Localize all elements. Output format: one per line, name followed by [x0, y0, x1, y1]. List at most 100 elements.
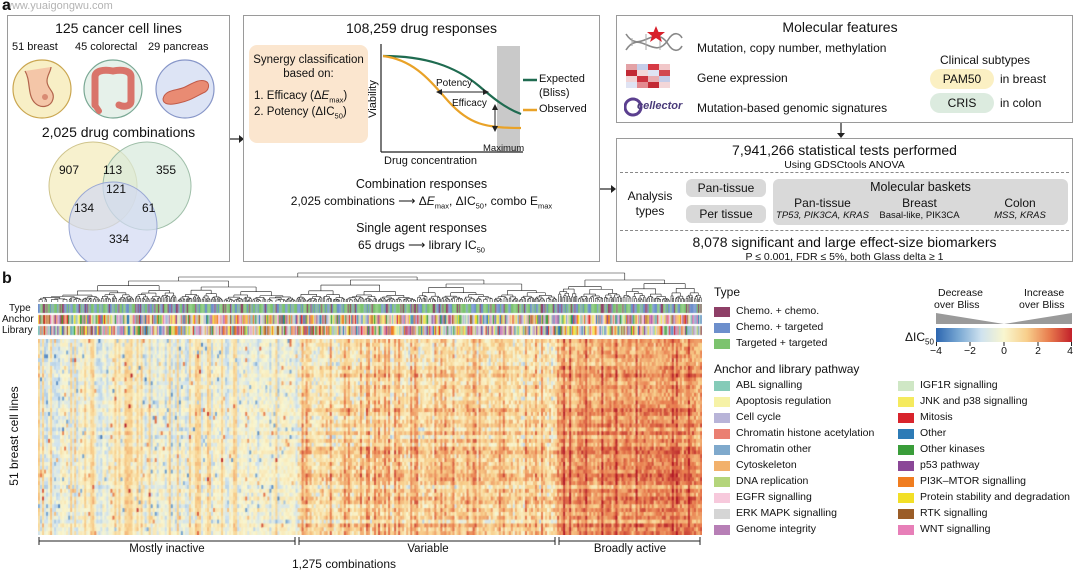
combinations-title: 2,025 drug combinations	[41, 124, 196, 140]
viability-axis-label: Viability	[366, 80, 379, 118]
venn-bc: 61	[142, 201, 156, 215]
pathway-item-r0-label: IGF1R signalling	[920, 379, 998, 391]
maximum-label: Maximum	[483, 143, 525, 154]
pathway-item-l0-swatch	[714, 381, 730, 391]
pathway-item-l7-label: EGFR signalling	[736, 491, 812, 503]
venn-ac: 134	[74, 201, 95, 215]
potency-label: Potency	[436, 78, 473, 89]
pathway-item-l0-label: ABL signalling	[736, 379, 803, 391]
pan-tissue-label: Pan-tissue	[697, 181, 755, 195]
basket-breast-genes: Basal-like, PIK3CA	[879, 210, 960, 221]
pathway-item-r1-swatch	[898, 397, 914, 407]
cellector-logo-text: cellector	[637, 100, 683, 112]
cell-lines-title: 125 cancer cell lines	[55, 20, 182, 36]
pathway-item-r2-swatch	[898, 413, 914, 423]
breast-icon	[12, 59, 72, 119]
scale-decrease-1: Decrease	[938, 287, 983, 299]
gene-expression-feature: Gene expression	[697, 71, 788, 85]
pathway-item-r3-label: Other	[920, 427, 947, 439]
per-tissue-label: Per tissue	[699, 207, 753, 221]
heatmap-x-label: 1,275 combinations	[291, 557, 397, 571]
scale-increase-2: over Bliss	[1019, 299, 1065, 311]
pathway-item-r4-label: Other kinases	[920, 443, 985, 455]
pathway-item-r8-swatch	[898, 509, 914, 519]
synergy-box	[249, 45, 368, 143]
legend-expected-text-2: (Bliss)	[539, 87, 570, 99]
type-legend-item-2-swatch	[714, 339, 730, 349]
pathway-item-l6-label: DNA replication	[736, 475, 809, 487]
drug-responses-title: 108,259 drug responses	[346, 20, 497, 36]
pathway-item-l3-swatch	[714, 429, 730, 439]
scale-tick-m2: −2	[964, 345, 976, 357]
pathway-item-l8-label: ERK MAPK signalling	[736, 507, 837, 519]
analysis-types-label-1: Analysis	[627, 189, 673, 203]
tests-method: Using GDSCtools ANOVA	[784, 159, 905, 171]
pathway-item-l5-swatch	[714, 461, 730, 471]
venn-c-only: 334	[109, 232, 130, 246]
pathway-item-l5-label: Cytoskeleton	[736, 459, 797, 471]
molecular-baskets-pill	[773, 179, 1068, 225]
synergy-line1: Synergy classification	[253, 54, 364, 66]
clinical-subtypes-title: Clinical subtypes	[940, 53, 1031, 67]
library-row-label: Library	[2, 325, 33, 336]
pan-tissue-pill	[686, 179, 766, 197]
arrow-1	[230, 135, 244, 143]
legend-expected-text-1: Expected	[539, 73, 585, 85]
dna-icon	[625, 26, 683, 52]
segment-brackets	[38, 537, 701, 545]
type-legend-item-0-label: Chemo. + chemo.	[736, 305, 820, 317]
pathway-item-l2-swatch	[714, 413, 730, 423]
basket-colon-genes: MSS, KRAS	[994, 210, 1046, 221]
pam50-pill	[930, 69, 994, 89]
colon-icon	[83, 59, 143, 119]
venn-b-only: 355	[156, 163, 177, 177]
arrow-2	[600, 185, 616, 193]
efficacy-criterion: 1. Efficacy (ΔEmax)	[254, 90, 348, 105]
scale-tick-2: 2	[1035, 345, 1041, 357]
pathway-item-r1-label: JNK and p38 signalling	[920, 395, 1028, 407]
basket-pan-tissue: Pan-tissue	[794, 196, 851, 210]
pathway-item-r3-swatch	[898, 429, 914, 439]
scale-wedges	[936, 313, 1072, 324]
venn-a-only: 907	[59, 163, 80, 177]
legend-observed-line	[523, 108, 537, 112]
pathway-item-l9-swatch	[714, 525, 730, 535]
segment-mostly-inactive: Mostly inactive	[129, 543, 205, 555]
pathway-item-r8-label: RTK signalling	[920, 507, 988, 519]
pathway-item-l6-swatch	[714, 477, 730, 487]
combination-responses-title: Combination responses	[355, 177, 488, 191]
pathway-item-r2-label: Mitosis	[920, 411, 953, 423]
pathway-item-r4-swatch	[898, 445, 914, 455]
legend-observed-text: Observed	[539, 103, 587, 115]
cris-pill	[930, 93, 994, 113]
pathway-item-r7-swatch	[898, 493, 914, 503]
combination-responses-line: 2,025 combinations ⟶ ΔEmax, ΔIC50, combo…	[290, 194, 553, 211]
pathway-item-l9-label: Genome integrity	[736, 523, 816, 535]
venn-ab: 113	[103, 163, 123, 177]
pathway-item-r6-swatch	[898, 477, 914, 487]
pathway-item-l3-label: Chromatin histone acetylation	[736, 427, 875, 439]
potency-criterion: 2. Potency (ΔIC50)	[254, 106, 347, 121]
heatmap-y-label: 51 breast cell lines	[7, 386, 21, 486]
pathway-item-l4-label: Chromatin other	[736, 443, 812, 455]
type-legend-title: Type	[714, 285, 741, 299]
venn-diagram	[48, 141, 192, 262]
pathway-item-r6-label: PI3K–MTOR signalling	[920, 475, 1027, 487]
pathway-item-r5-swatch	[898, 461, 914, 471]
scale-tick-0: 0	[1001, 345, 1007, 357]
basket-breast: Breast	[902, 196, 937, 210]
scale-tick-m4: −4	[930, 345, 942, 357]
tests-performed: 7,941,266 statistical tests performed	[732, 142, 957, 158]
pathway-item-l8-swatch	[714, 509, 730, 519]
basket-colon: Colon	[1004, 196, 1036, 210]
venn-abc: 121	[106, 182, 127, 196]
scale-ticks	[936, 342, 1072, 346]
color-scale-bar	[936, 328, 1072, 342]
efficacy-label: Efficacy	[452, 98, 487, 109]
panel-b-label: b	[2, 270, 12, 287]
type-legend-item-0-swatch	[714, 307, 730, 317]
tissue-icons	[12, 59, 215, 119]
scale-decrease-2: over Bliss	[934, 299, 980, 311]
dendrogram	[38, 272, 702, 302]
cellector-logo	[624, 97, 643, 117]
